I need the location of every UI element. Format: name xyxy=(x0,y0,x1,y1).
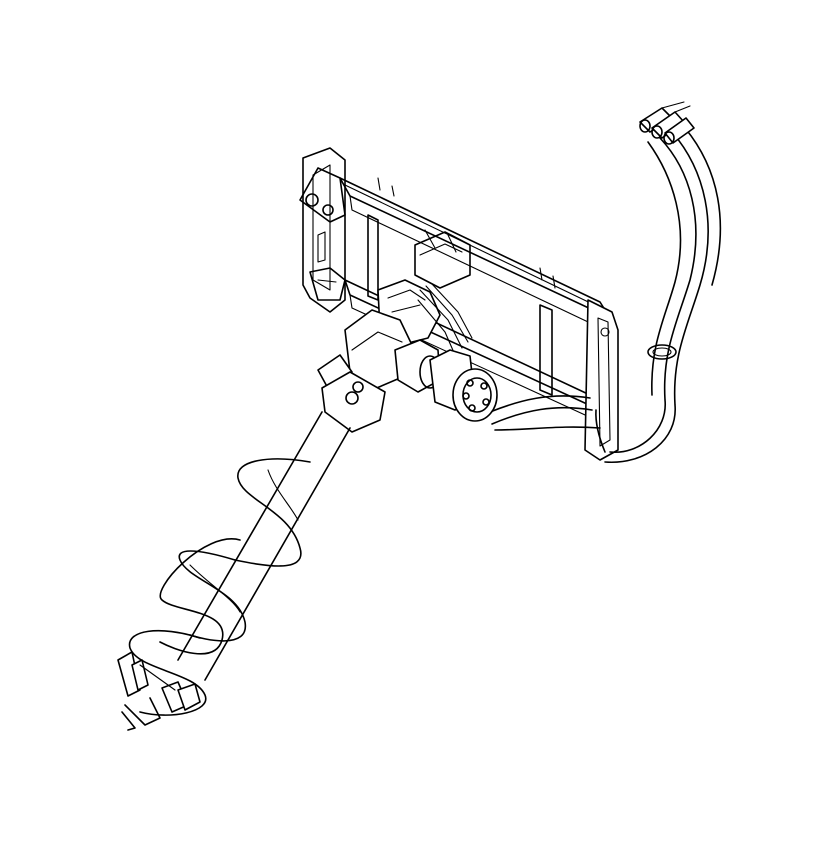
mounting-frame xyxy=(299,147,619,461)
hydraulic-hoses xyxy=(489,101,722,463)
auger xyxy=(117,411,351,731)
auger-bit xyxy=(117,651,201,731)
auger-shaft xyxy=(177,411,351,681)
drive-head xyxy=(317,279,498,433)
shaft-socket xyxy=(321,371,386,433)
frame-upper-hook xyxy=(299,167,346,223)
hose-b xyxy=(604,131,709,463)
hose-clamp xyxy=(647,344,677,360)
frame-center-bracket xyxy=(414,231,471,289)
auger-flight-1 xyxy=(234,458,311,567)
frame-right-plate xyxy=(584,299,619,461)
auger-flight-3 xyxy=(159,538,241,655)
hose-a xyxy=(609,137,697,453)
auger-flight-4 xyxy=(128,629,207,716)
quick-couplers xyxy=(639,101,695,145)
frame-back-plate xyxy=(302,147,346,313)
